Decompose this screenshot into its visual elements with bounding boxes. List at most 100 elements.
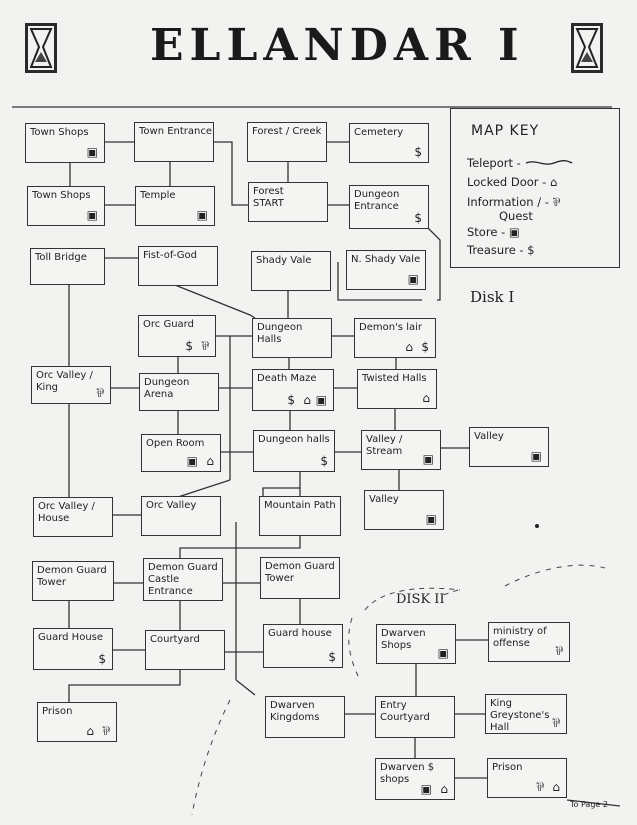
- room-label: Orc Valley: [146, 500, 197, 511]
- treasure-icon: $: [320, 454, 328, 468]
- room-label: Forest / Creek: [252, 126, 322, 137]
- room-dwarven-kingdoms: Dwarven Kingdoms: [265, 696, 345, 738]
- footer-note: To Page 2: [570, 800, 608, 809]
- room-guard-house-1: Guard House$: [33, 628, 113, 670]
- locked-door-icon: ⌂: [549, 175, 558, 189]
- room-mountain-path: Mountain Path: [259, 496, 341, 536]
- key-treasure-label: Treasure -: [467, 243, 524, 257]
- disk-1-label: Disk I: [470, 288, 515, 306]
- room-dwarven-shops-1: Dwarven Shops▣: [376, 624, 456, 664]
- room-demon-guard-castle-entrance: Demon Guard Castle Entrance: [143, 558, 223, 601]
- room-valley-1: Valley ▣: [469, 427, 549, 467]
- room-dungeon-arena: Dungeon Arena: [139, 373, 219, 411]
- room-label: Demon's lair: [359, 322, 422, 333]
- store-icon: ▣: [420, 782, 432, 796]
- room-label: Death Maze: [257, 373, 317, 384]
- room-forest-start: Forest START: [248, 182, 328, 222]
- room-label: Valley / Stream: [366, 434, 403, 457]
- room-label: Town Shops: [32, 190, 91, 201]
- locked-door-icon: ⌂: [303, 393, 311, 407]
- room-label: Town Entrance: [139, 126, 213, 137]
- room-cemetery: Cemetery $: [349, 123, 429, 163]
- room-orc-guard: Orc Guard $ ⅌: [138, 315, 216, 357]
- room-shady-vale: Shady Vale: [251, 251, 331, 291]
- disk-2-label: DISK II: [396, 592, 445, 607]
- treasure-icon: $: [414, 211, 422, 225]
- room-label: Demon Guard Castle Entrance: [148, 562, 218, 597]
- room-label: N. Shady Vale: [351, 254, 421, 265]
- store-icon: ▣: [508, 225, 520, 239]
- teleport-squiggle-icon: [526, 160, 573, 165]
- store-icon: ▣: [86, 208, 98, 222]
- store-icon: ▣: [422, 452, 434, 466]
- room-dungeon-halls-2: Dungeon halls $: [253, 430, 335, 472]
- room-label: Forest START: [253, 186, 284, 209]
- room-label: Valley: [369, 494, 399, 505]
- treasure-icon: $: [328, 650, 336, 664]
- room-valley-stream: Valley / Stream ▣: [361, 430, 441, 470]
- key-teleport: Teleport -: [467, 155, 574, 170]
- room-town-shops-2: Town Shops ▣: [27, 186, 105, 226]
- room-town-entrance: Town Entrance: [134, 122, 214, 162]
- room-label: Dungeon Entrance: [354, 189, 400, 212]
- information-icon: ⅌: [201, 339, 209, 353]
- store-icon: ▣: [437, 646, 449, 660]
- information-icon: ⅌: [536, 780, 544, 794]
- locked-door-icon: ⌂: [86, 724, 94, 738]
- store-icon: ▣: [315, 393, 327, 407]
- room-label: Dwarven $ shops: [380, 762, 435, 785]
- information-icon: ⅌: [102, 724, 110, 738]
- treasure-icon: $: [185, 339, 193, 353]
- room-label: Demon Guard Tower: [37, 565, 107, 588]
- treasure-icon: $: [527, 243, 535, 257]
- key-locked-door: Locked Door - ⌂: [467, 175, 557, 189]
- room-orc-valley-house: Orc Valley / House: [33, 497, 113, 537]
- information-icon: ⅌: [552, 716, 560, 730]
- key-treasure: Treasure - $: [467, 243, 535, 257]
- key-store-label: Store -: [467, 225, 506, 239]
- room-label: Orc Guard: [143, 319, 194, 330]
- treasure-icon: $: [98, 652, 106, 666]
- room-guard-house-2: Guard house$: [263, 624, 343, 668]
- hourglass-left-icon: [25, 23, 57, 73]
- room-label: Cemetery: [354, 127, 404, 138]
- room-label: Twisted Halls: [362, 373, 427, 384]
- key-information: Information / - ⅌: [467, 195, 560, 210]
- room-valley-2: Valley▣: [364, 490, 444, 530]
- room-town-shops-1: Town Shops▣: [25, 123, 105, 163]
- room-dwarven-shops-2: Dwarven $ shops▣ ⌂: [375, 758, 455, 800]
- room-label: Temple: [140, 190, 176, 201]
- locked-door-icon: ⌂: [422, 391, 430, 405]
- map-key: MAP KEY Teleport - Locked Door - ⌂ Infor…: [450, 108, 620, 268]
- locked-door-icon: ⌂: [440, 782, 448, 796]
- room-label: Orc Valley / King: [36, 370, 93, 393]
- room-entry-courtyard: Entry Courtyard: [375, 696, 455, 738]
- store-icon: ▣: [86, 145, 98, 159]
- room-death-maze: Death Maze$⌂▣: [252, 369, 334, 411]
- store-icon: ▣: [530, 449, 542, 463]
- store-icon: ▣: [407, 272, 419, 286]
- room-label: Dungeon halls: [258, 434, 330, 445]
- room-label: Dungeon Arena: [144, 377, 190, 400]
- room-courtyard: Courtyard: [145, 630, 225, 670]
- room-label: Dwarven Kingdoms: [270, 700, 320, 723]
- room-toll-bridge: Toll Bridge: [30, 248, 105, 285]
- room-label: Dungeon Halls: [257, 322, 303, 345]
- room-label: Orc Valley / House: [38, 501, 95, 524]
- room-demon-guard-tower-1: Demon Guard Tower: [32, 561, 114, 601]
- room-label: Valley: [474, 431, 504, 442]
- room-orc-valley: Orc Valley: [141, 496, 221, 536]
- key-quest: Quest: [499, 209, 533, 223]
- key-teleport-label: Teleport -: [467, 156, 521, 170]
- store-icon: ▣: [196, 208, 208, 222]
- treasure-icon: $: [414, 145, 422, 159]
- treasure-icon: $: [421, 340, 429, 354]
- room-label: King Greystone's Hall: [490, 698, 550, 733]
- room-label: Mountain Path: [264, 500, 336, 511]
- room-dungeon-entrance: Dungeon Entrance $: [349, 185, 429, 229]
- room-twisted-halls: Twisted Halls ⌂: [357, 369, 437, 409]
- information-icon: ⅌: [555, 644, 563, 658]
- key-locked-door-label: Locked Door -: [467, 175, 547, 189]
- room-label: Toll Bridge: [35, 252, 87, 263]
